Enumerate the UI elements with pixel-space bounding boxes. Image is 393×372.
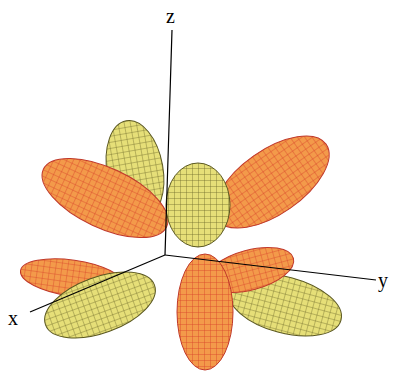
y-axis <box>165 255 376 280</box>
axis-label: x <box>8 308 18 328</box>
x-axis <box>30 255 165 312</box>
axis-label: y <box>378 270 388 290</box>
orbital-lobes <box>18 116 348 370</box>
z-axis <box>165 30 172 255</box>
coordinate-axes <box>30 30 376 312</box>
axis-label: z <box>166 6 175 26</box>
